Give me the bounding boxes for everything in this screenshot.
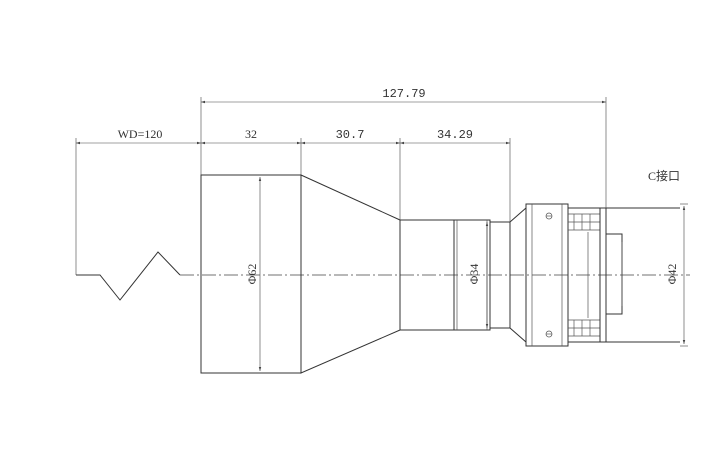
mount-diameter-label: Φ42 bbox=[665, 264, 679, 285]
mid-diameter-label: Φ34 bbox=[467, 264, 481, 285]
front-diameter-label: Φ62 bbox=[245, 264, 259, 285]
c-mount-label: C接口 bbox=[648, 168, 680, 183]
overall-length-label: 127.79 bbox=[382, 87, 425, 101]
front-barrel-length-label: 32 bbox=[245, 127, 257, 141]
working-distance-label: WD=120 bbox=[118, 127, 163, 141]
knurl-lines bbox=[568, 213, 600, 337]
working-distance-break-line bbox=[76, 251, 181, 301]
taper-length-label: 30.7 bbox=[336, 128, 365, 142]
taper-section bbox=[300, 174, 401, 374]
c-mount-thread bbox=[605, 233, 623, 315]
rear-length-label: 34.29 bbox=[437, 128, 473, 142]
